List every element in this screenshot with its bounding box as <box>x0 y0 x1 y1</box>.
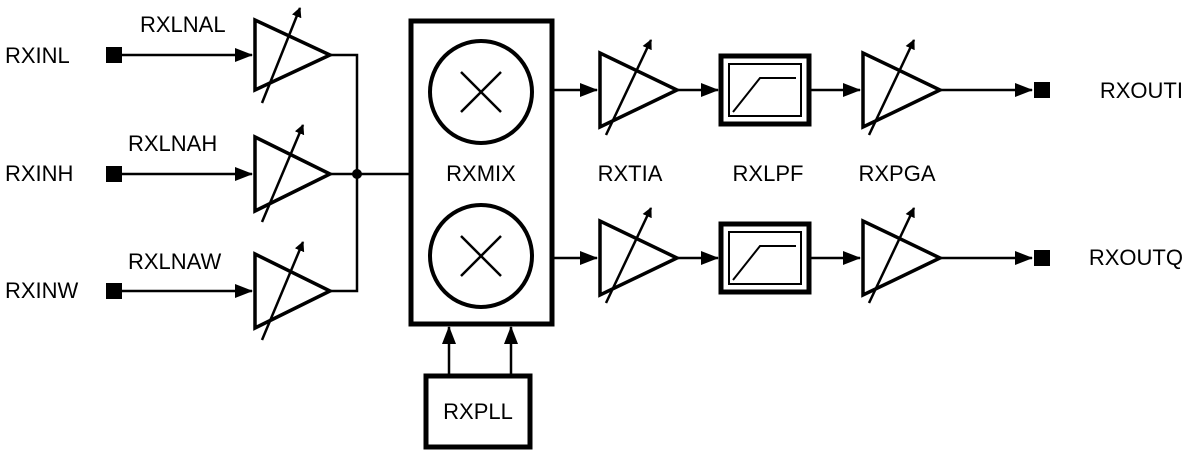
input-pin-rxinl <box>106 47 122 63</box>
pga-label: RXPGA <box>858 161 935 186</box>
tia-label: RXTIA <box>598 161 663 186</box>
output-pin-rxoutq <box>1034 250 1050 266</box>
input-label-rxinl: RXINL <box>5 43 70 68</box>
pga-i-amplifier-icon <box>861 39 945 136</box>
pga-q-amplifier-icon <box>861 207 945 304</box>
lna-label-rxlnah: RXLNAH <box>128 131 217 156</box>
input-label-rxinh: RXINH <box>5 161 73 186</box>
variable-gain-amplifier-icon <box>253 241 334 341</box>
tia-i-amplifier-icon <box>598 39 682 136</box>
mixer-label: RXMIX <box>446 161 516 186</box>
input-pin-rxinh <box>106 166 122 182</box>
lowpass-filter-i-icon <box>718 53 812 127</box>
pll-label: RXPLL <box>443 399 513 424</box>
pll-block <box>423 373 533 450</box>
output-pin-rxouti <box>1034 82 1050 98</box>
tia-q-amplifier-icon <box>598 207 682 304</box>
variable-gain-amplifier-icon <box>253 124 334 223</box>
output-label-rxoutq: RXOUTQ <box>1089 245 1183 270</box>
input-label-rxinw: RXINW <box>5 278 79 303</box>
input-pin-rxinw <box>106 283 122 299</box>
mixer-q-icon <box>428 203 534 309</box>
lna-label-rxlnaw: RXLNAW <box>128 249 222 274</box>
lna-label-rxlnal: RXLNAL <box>140 12 226 37</box>
lowpass-filter-q-icon <box>718 221 812 295</box>
output-label-rxouti: RXOUTI <box>1100 78 1183 103</box>
mixer-i-icon <box>428 39 534 145</box>
lpf-label: RXLPF <box>733 161 804 186</box>
variable-gain-amplifier-icon <box>253 7 335 104</box>
